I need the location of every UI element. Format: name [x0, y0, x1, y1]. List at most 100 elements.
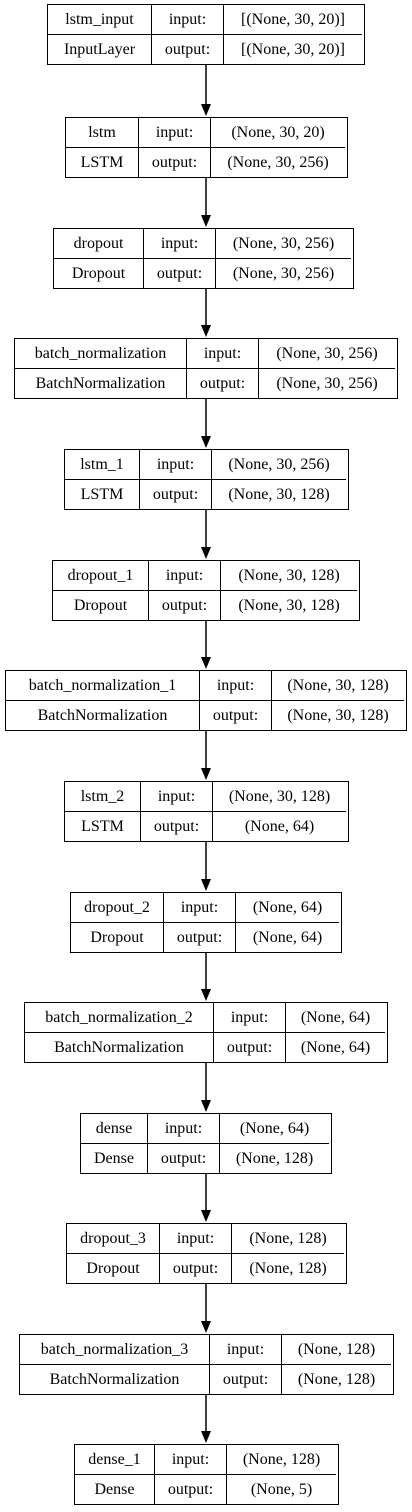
output-shape: (None, 5) — [250, 1480, 313, 1498]
input-label: input: — [149, 561, 221, 591]
output-shape: (None, 30, 256) — [227, 153, 329, 171]
layer-name: batch_normalization_1 — [6, 671, 200, 701]
output-label: output: — [200, 701, 272, 730]
input-label: input: — [200, 671, 272, 701]
layer-name: batch_normalization_2 — [25, 1003, 214, 1033]
layer-name: lstm — [66, 118, 139, 148]
arrow-11 — [201, 1284, 211, 1333]
layer-type: LSTM — [65, 480, 140, 509]
input-label: input: — [155, 1445, 227, 1475]
layer-type: LSTM — [66, 148, 139, 177]
output-label: output: — [139, 148, 211, 177]
arrow-9 — [201, 1063, 211, 1112]
output-label: output: — [149, 591, 221, 620]
output-shape: (None, 128) — [235, 1149, 314, 1167]
arrow-6 — [201, 731, 211, 780]
layer-type: Dropout — [71, 923, 164, 952]
output-shape: (None, 30, 128) — [228, 485, 330, 503]
input-label: input: — [210, 1335, 282, 1365]
layer-name: dropout_3 — [67, 1224, 160, 1254]
layer-name: dense_1 — [75, 1445, 155, 1475]
input-shape: (None, 128) — [227, 1445, 336, 1475]
layer-name: lstm_1 — [65, 450, 140, 480]
layer-name: dropout — [54, 229, 144, 259]
input-shape: (None, 30, 256) — [259, 339, 395, 369]
layer-name: batch_normalization_3 — [20, 1335, 210, 1365]
arrow-7 — [201, 842, 211, 891]
arrow-5 — [201, 621, 211, 669]
input-shape: (None, 30, 20) — [211, 118, 345, 148]
input-shape: (None, 30, 256) — [216, 229, 351, 259]
output-shape: [(None, 30, 20)] — [241, 40, 345, 58]
input-label: input: — [214, 1003, 286, 1033]
layer-type: InputLayer — [48, 35, 152, 64]
input-label: input: — [187, 339, 259, 369]
input-shape: (None, 64) — [286, 1003, 385, 1033]
layer-type: Dropout — [54, 259, 144, 288]
output-label: output: — [160, 1254, 232, 1283]
layer-type: BatchNormalization — [20, 1365, 210, 1394]
output-shape: (None, 64) — [244, 817, 315, 835]
input-shape: (None, 30, 128) — [221, 561, 357, 591]
arrow-2 — [201, 289, 211, 337]
input-label: input: — [139, 118, 211, 148]
arrow-8 — [201, 953, 211, 1001]
input-label: input: — [152, 5, 224, 35]
input-shape: (None, 128) — [232, 1224, 344, 1254]
output-shape: (None, 30, 128) — [287, 706, 389, 724]
output-label: output: — [141, 812, 213, 841]
output-label: output: — [155, 1475, 227, 1504]
layer-type: Dropout — [67, 1254, 160, 1283]
arrow-10 — [201, 1174, 211, 1222]
output-label: output: — [187, 369, 259, 398]
output-label: output: — [148, 1144, 220, 1173]
output-label: output: — [214, 1033, 286, 1062]
input-label: input: — [140, 450, 212, 480]
input-shape: (None, 30, 128) — [272, 671, 404, 701]
input-label: input: — [144, 229, 216, 259]
input-label: input: — [141, 782, 213, 812]
input-label: input: — [160, 1224, 232, 1254]
layer-type: LSTM — [65, 812, 141, 841]
arrow-12 — [201, 1395, 211, 1443]
arrow-1 — [201, 178, 211, 227]
output-shape: (None, 64) — [300, 1038, 371, 1056]
input-shape: (None, 30, 128) — [213, 782, 346, 812]
output-shape: (None, 128) — [297, 1370, 376, 1388]
layer-type: Dense — [75, 1475, 155, 1504]
layer-name: dense — [81, 1114, 148, 1144]
input-label: input: — [164, 893, 236, 923]
arrow-0 — [201, 65, 211, 116]
layer-type: BatchNormalization — [15, 369, 187, 398]
layer-type: Dropout — [53, 591, 149, 620]
layer-type: BatchNormalization — [25, 1033, 214, 1062]
output-label: output: — [210, 1365, 282, 1394]
input-shape: [(None, 30, 20)] — [224, 5, 362, 35]
layer-name: dropout_2 — [71, 893, 164, 923]
arrow-4 — [201, 510, 211, 559]
output-shape: (None, 64) — [252, 928, 323, 946]
input-shape: (None, 64) — [220, 1114, 329, 1144]
layer-type: Dense — [81, 1144, 148, 1173]
output-label: output: — [144, 259, 216, 288]
arrow-3 — [201, 399, 211, 448]
input-shape: (None, 30, 256) — [212, 450, 346, 480]
layer-name: lstm_input — [48, 5, 152, 35]
layer-name: lstm_2 — [65, 782, 141, 812]
output-shape: (None, 30, 256) — [276, 374, 378, 392]
output-shape: (None, 128) — [249, 1259, 327, 1277]
input-shape: (None, 64) — [236, 893, 339, 923]
output-shape: (None, 30, 128) — [238, 596, 340, 614]
